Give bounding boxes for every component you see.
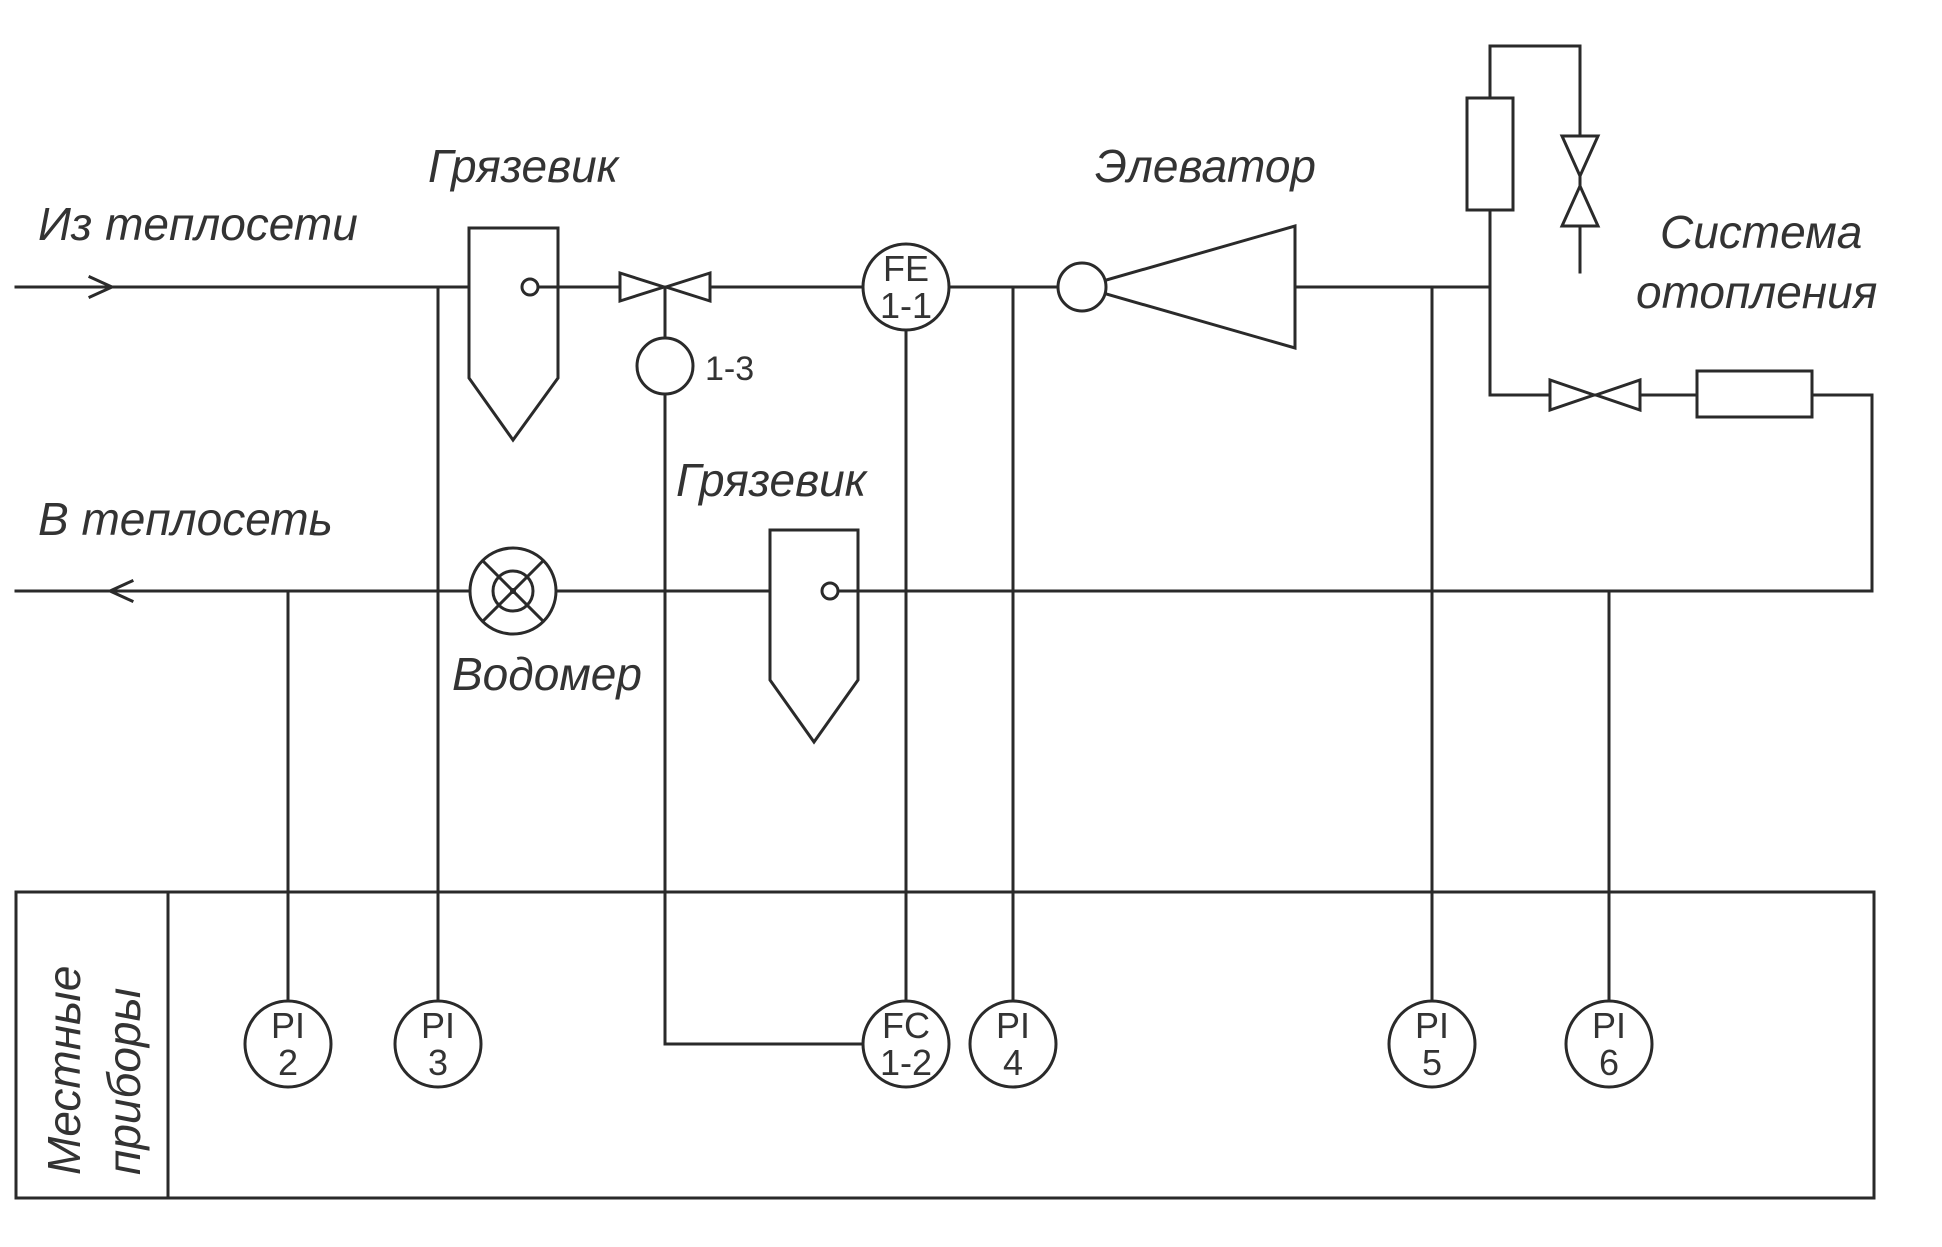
svg-text:2: 2 xyxy=(278,1042,298,1083)
svg-text:PI: PI xyxy=(271,1005,305,1046)
return-pipe xyxy=(14,579,1874,603)
instrument-pi2: PI 2 xyxy=(243,999,333,1089)
expansion-tank xyxy=(1465,96,1515,212)
svg-text:PI: PI xyxy=(1592,1005,1626,1046)
label-water-meter: Водомер xyxy=(452,648,642,700)
svg-text:PI: PI xyxy=(421,1005,455,1046)
local-panel: Местные приборы xyxy=(14,890,1876,1200)
svg-text:1-1: 1-1 xyxy=(880,285,932,326)
mud-trap-top xyxy=(467,226,560,443)
loop-valve xyxy=(1548,377,1642,413)
svg-text:6: 6 xyxy=(1599,1042,1619,1083)
panel-label-line2: приборы xyxy=(98,988,150,1175)
instrument-pi5: PI 5 xyxy=(1387,999,1477,1089)
svg-text:5: 5 xyxy=(1422,1042,1442,1083)
control-valve: 1-3 xyxy=(618,270,754,396)
instrument-pi4: PI 4 xyxy=(968,999,1058,1089)
svg-text:PI: PI xyxy=(1415,1005,1449,1046)
svg-text:FE: FE xyxy=(883,248,929,289)
label-elevator: Элеватор xyxy=(1095,140,1316,192)
instrument-pi6: PI 6 xyxy=(1564,999,1654,1089)
label-heating-system-2: отопления xyxy=(1636,266,1877,318)
mud-trap-bottom xyxy=(768,528,860,745)
heating-loop xyxy=(1488,44,1874,593)
elevator xyxy=(1056,224,1297,350)
svg-text:4: 4 xyxy=(1003,1042,1023,1083)
instrument-fc: FC 1-2 xyxy=(861,999,951,1089)
label-to-network: В теплосеть xyxy=(38,493,333,545)
label-from-network: Из теплосети xyxy=(38,198,358,250)
heating-device xyxy=(1695,369,1814,419)
label-mud-trap-top: Грязевик xyxy=(428,140,621,192)
label-heating-system-1: Система xyxy=(1660,206,1862,258)
svg-text:PI: PI xyxy=(996,1005,1030,1046)
panel-label-line1: Местные xyxy=(38,966,90,1175)
label-mud-trap-bottom: Грязевик xyxy=(676,454,869,506)
instrument-pi3: PI 3 xyxy=(393,999,483,1089)
vertical-valve xyxy=(1559,134,1601,228)
svg-text:1-2: 1-2 xyxy=(880,1042,932,1083)
svg-text:3: 3 xyxy=(428,1042,448,1083)
instrument-fe: FE 1-1 xyxy=(861,242,951,332)
impulse-lines xyxy=(286,285,1611,1046)
valve-tag: 1-3 xyxy=(705,350,754,388)
water-meter xyxy=(468,546,558,636)
svg-text:FC: FC xyxy=(882,1005,930,1046)
valve-actuator xyxy=(635,336,695,396)
